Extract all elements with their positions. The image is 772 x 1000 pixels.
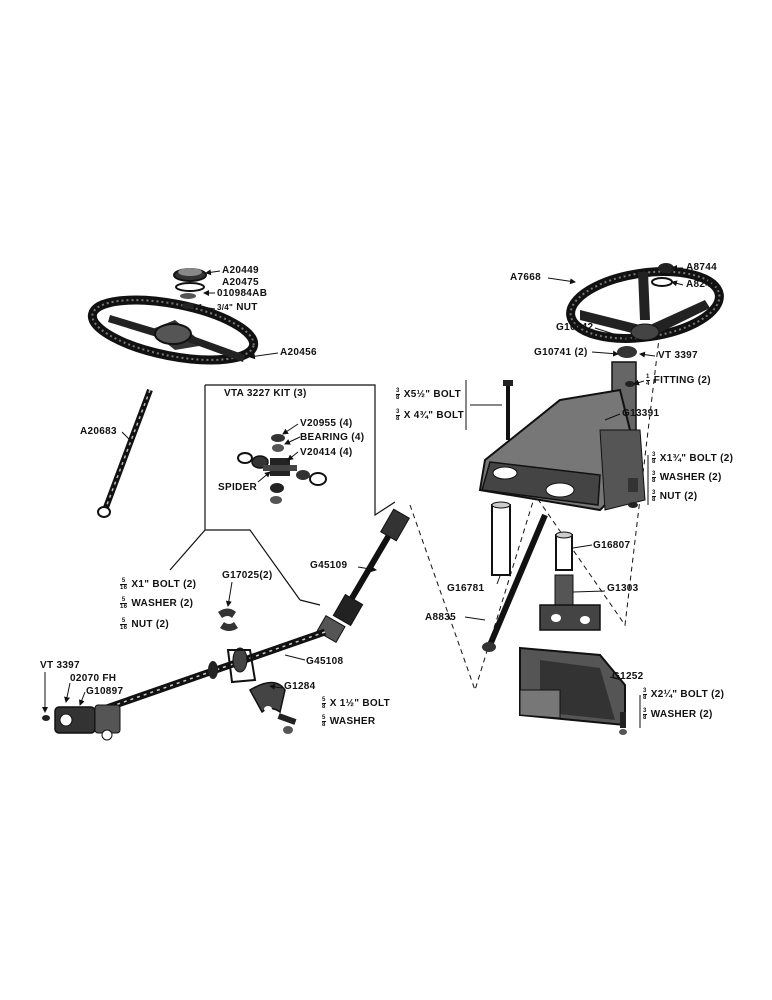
label-left-nut: 3/4" NUT bbox=[217, 302, 258, 314]
kit-callout bbox=[169, 384, 396, 606]
housing-bolts bbox=[503, 380, 639, 508]
label-fh: 02070 FH bbox=[70, 673, 117, 684]
label-right-vt: VT 3397 bbox=[658, 350, 698, 361]
left-leaders bbox=[121, 269, 279, 441]
base-bolt-text: X2¼" BOLT (2) bbox=[650, 689, 725, 701]
right-steering-wheel bbox=[566, 267, 724, 343]
kit-leaders bbox=[257, 423, 301, 483]
clip-part bbox=[218, 608, 238, 631]
label-right-hub: G10742 bbox=[556, 322, 594, 333]
label-kit-part-c: V20414 (4) bbox=[300, 447, 353, 458]
label-right-wheel: A7668 bbox=[510, 272, 541, 283]
side-nut-text: NUT (2) bbox=[659, 491, 698, 503]
side-washer-text: WASHER (2) bbox=[659, 472, 722, 484]
label-right-cap-ring: A8248 bbox=[686, 279, 717, 290]
lower-long-shaft bbox=[93, 628, 327, 716]
nut-fraction: 3/4" bbox=[217, 303, 234, 312]
left-hub-parts bbox=[173, 268, 207, 309]
bolt-b-text: X 4¾" BOLT bbox=[403, 410, 465, 422]
label-kit-part-b: BEARING (4) bbox=[300, 432, 365, 443]
yoke-assembly bbox=[42, 704, 121, 741]
side-bolt-text: X1¾" BOLT (2) bbox=[659, 453, 734, 465]
label-housing: G13391 bbox=[622, 408, 660, 419]
bracket-washer-text: WASHER bbox=[329, 716, 376, 728]
label-left-hub-a: A20449 bbox=[222, 265, 259, 276]
shaft-leaders bbox=[42, 566, 377, 713]
label-bracket: G1284 bbox=[284, 681, 316, 692]
label-joint-part: G17025(2) bbox=[222, 570, 273, 581]
label-base: G1252 bbox=[612, 671, 644, 682]
label-right-bearing: G10741 (2) bbox=[534, 347, 588, 358]
tubes-and-column bbox=[482, 501, 573, 652]
label-kit-spider: SPIDER bbox=[218, 482, 258, 493]
universal-joint-spider bbox=[237, 434, 327, 504]
label-left-wheel: A20456 bbox=[280, 347, 317, 358]
base-washer-text: WASHER (2) bbox=[650, 709, 713, 721]
label-left-hub-c: 010984AB bbox=[217, 288, 268, 299]
bracket-bolt-text: X 1½" BOLT bbox=[329, 698, 391, 710]
label-right-cap: A8744 bbox=[686, 262, 717, 273]
label-kit-part-a: V20955 (4) bbox=[300, 418, 353, 429]
label-lower-shaft: G45108 bbox=[306, 656, 344, 667]
fitting-text: FITTING (2) bbox=[653, 375, 711, 387]
joint-nut-text: NUT (2) bbox=[131, 619, 170, 631]
bracket-and-bolt bbox=[248, 681, 297, 734]
bolt-a-text: X5½" BOLT bbox=[403, 389, 461, 401]
column-support bbox=[539, 574, 601, 631]
label-tube-left: G16781 bbox=[447, 583, 485, 594]
base-mount bbox=[519, 646, 627, 735]
upper-jointed-shaft bbox=[316, 508, 410, 643]
steering-housing bbox=[478, 346, 646, 512]
label-tube-right: G16807 bbox=[593, 540, 631, 551]
label-column: A8835 bbox=[425, 612, 456, 623]
left-steering-shaft bbox=[97, 388, 153, 518]
label-left-hub-b: A20475 bbox=[222, 277, 259, 288]
label-upper-shaft: G45109 bbox=[310, 560, 348, 571]
label-yoke: G10897 bbox=[86, 686, 124, 697]
joint-washer-text: WASHER (2) bbox=[131, 598, 194, 610]
label-kit-title: VTA 3227 KIT (3) bbox=[224, 388, 307, 399]
label-left-vt: VT 3397 bbox=[40, 660, 80, 671]
nut-text: NUT bbox=[236, 302, 258, 313]
label-support: G1303 bbox=[607, 583, 639, 594]
right-leaders bbox=[464, 265, 684, 728]
label-left-shaft: A20683 bbox=[80, 426, 117, 437]
joint-bolt-text: X1" BOLT (2) bbox=[131, 579, 197, 591]
left-steering-wheel bbox=[87, 295, 259, 365]
